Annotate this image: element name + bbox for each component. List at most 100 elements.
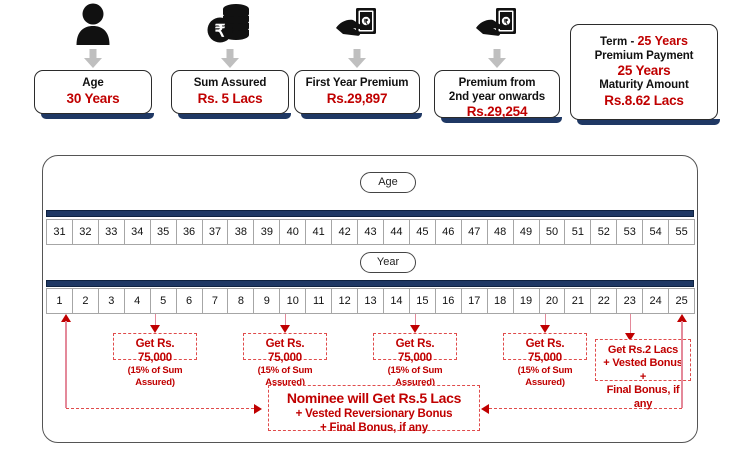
year-cell-10: 10 [279, 288, 307, 314]
card-renewal-premium-label: Premium from [458, 77, 536, 89]
payout-callout-year-10[interactable]: Get Rs. 75,000 (15% of Sum Assured) [243, 333, 327, 388]
maturity-benefit-line1: Get Rs.2 Lacs [607, 344, 679, 356]
year-cell-8: 8 [227, 288, 255, 314]
year-cell-22: 22 [590, 288, 618, 314]
nominee-benefit-callout[interactable]: Nominee will Get Rs.5 Lacs + Vested Reve… [268, 385, 480, 434]
age-row-pill: Age [360, 172, 416, 193]
maturity-value: Rs.8.62 Lacs [604, 92, 684, 108]
term-row: Term - 25 Years [575, 34, 713, 50]
card-age[interactable]: Age 30 Years [34, 70, 154, 119]
payout-callout-year-15[interactable]: Get Rs. 75,000 (15% of Sum Assured) [373, 333, 457, 388]
arrow-down-icon [294, 48, 420, 70]
year-cell-23: 23 [616, 288, 644, 314]
svg-text:₹: ₹ [504, 18, 509, 27]
card-first-year-premium[interactable]: First Year Premium Rs.29,897 [294, 70, 422, 119]
age-row-bar [46, 210, 694, 217]
year-cell-4: 4 [123, 288, 151, 314]
nominee-right-vline [681, 321, 683, 408]
nominee-left-vline [65, 321, 67, 408]
card-first-year-premium-label: First Year Premium [305, 77, 409, 89]
age-cell-34: 34 [123, 219, 151, 245]
payout-amount: Get Rs. 75,000 [525, 338, 565, 365]
age-cell-47: 47 [460, 219, 488, 245]
maturity-benefit-callout[interactable]: Get Rs.2 Lacs + Vested Bonus + Final Bon… [595, 339, 691, 410]
age-cell-50: 50 [538, 219, 566, 245]
age-cell-45: 45 [408, 219, 436, 245]
nominee-arrow-year-25 [677, 314, 687, 322]
nominee-left-arrowhead [254, 404, 262, 414]
payout-stem-year-20 [544, 314, 547, 327]
age-cell-44: 44 [382, 219, 410, 245]
age-cell-42: 42 [331, 219, 359, 245]
payout-arrow-year-15 [410, 325, 420, 333]
year-cell-17: 17 [460, 288, 488, 314]
age-cell-41: 41 [305, 219, 333, 245]
card-first-year-premium-value: Rs.29,897 [326, 90, 388, 106]
payout-callout-year-5[interactable]: Get Rs. 75,000 (15% of Sum Assured) [113, 333, 197, 388]
age-cell-55: 55 [668, 219, 696, 245]
summary-column-first-year-premium: ₹ First Year Premium Rs.29,897 [294, 0, 422, 119]
year-cell-1: 1 [46, 288, 73, 314]
age-cell-33: 33 [97, 219, 125, 245]
year-row-pill: Year [360, 252, 416, 273]
year-cell-14: 14 [382, 288, 410, 314]
summary-column-renewal-premium: ₹ Premium from 2nd year onwards Rs.29,25… [434, 0, 562, 123]
age-cell-38: 38 [227, 219, 255, 245]
year-cell-6: 6 [175, 288, 203, 314]
year-cell-18: 18 [486, 288, 514, 314]
card-renewal-premium-value: Rs.29,254 [466, 104, 528, 120]
payout-amount: Get Rs. 75,000 [395, 338, 435, 365]
age-cell-43: 43 [357, 219, 384, 245]
payout-callout-year-20[interactable]: Get Rs. 75,000 (15% of Sum Assured) [503, 333, 587, 388]
age-cell-51: 51 [564, 219, 592, 245]
card-term-summary[interactable]: Term - 25 Years Premium Payment 25 Years… [570, 24, 720, 125]
card-renewal-premium-label2: 2nd year onwards [448, 90, 546, 103]
maturity-benefit-line3: Final Bonus, if any [606, 384, 680, 410]
premium-payment-label: Premium Payment [594, 49, 694, 62]
arrow-down-icon [28, 48, 158, 70]
card-renewal-premium[interactable]: Premium from 2nd year onwards Rs.29,254 [434, 70, 562, 123]
year-cell-11: 11 [305, 288, 333, 314]
year-cell-19: 19 [512, 288, 540, 314]
card-sum-assured[interactable]: Sum Assured Rs. 5 Lacs [171, 70, 291, 119]
maturity-arrow-year-23 [625, 333, 635, 341]
summary-column-sum-assured: ₹ Sum Assured Rs. 5 Lacs [165, 0, 295, 119]
year-cell-16: 16 [434, 288, 462, 314]
age-cell-54: 54 [642, 219, 670, 245]
year-cell-3: 3 [97, 288, 125, 314]
card-sum-assured-label: Sum Assured [193, 77, 267, 89]
card-age-label: Age [82, 77, 104, 89]
age-cell-32: 32 [71, 219, 99, 245]
hand-cash-icon: ₹ [294, 0, 420, 48]
payout-stem-year-15 [414, 314, 417, 327]
nominee-line3: + Final Bonus, if any [320, 422, 428, 435]
payout-note: (15% of Sum Assured) [517, 365, 573, 388]
age-cell-31: 31 [46, 219, 73, 245]
payout-amount: Get Rs. 75,000 [265, 338, 305, 365]
payout-arrow-year-20 [540, 325, 550, 333]
age-cell-48: 48 [486, 219, 514, 245]
nominee-left-connector [66, 408, 254, 409]
age-cell-46: 46 [434, 219, 462, 245]
year-cell-12: 12 [331, 288, 359, 314]
age-cell-36: 36 [175, 219, 203, 245]
maturity-label: Maturity Amount [599, 79, 689, 92]
maturity-stem-year-23 [629, 314, 632, 335]
year-cell-9: 9 [253, 288, 281, 314]
age-cell-52: 52 [590, 219, 618, 245]
nominee-line1: Nominee will Get Rs.5 Lacs [286, 390, 462, 406]
maturity-benefit-line2: + Vested Bonus + [603, 357, 683, 383]
year-cell-24: 24 [642, 288, 670, 314]
nominee-arrow-year-1 [61, 314, 71, 322]
card-sum-assured-value: Rs. 5 Lacs [197, 90, 263, 106]
payout-amount: Get Rs. 75,000 [135, 338, 175, 365]
arrow-down-icon [165, 48, 295, 70]
year-cell-2: 2 [71, 288, 99, 314]
nominee-right-connector [489, 408, 682, 409]
person-icon [28, 0, 158, 48]
payout-stem-year-10 [284, 314, 287, 327]
year-cell-5: 5 [149, 288, 177, 314]
